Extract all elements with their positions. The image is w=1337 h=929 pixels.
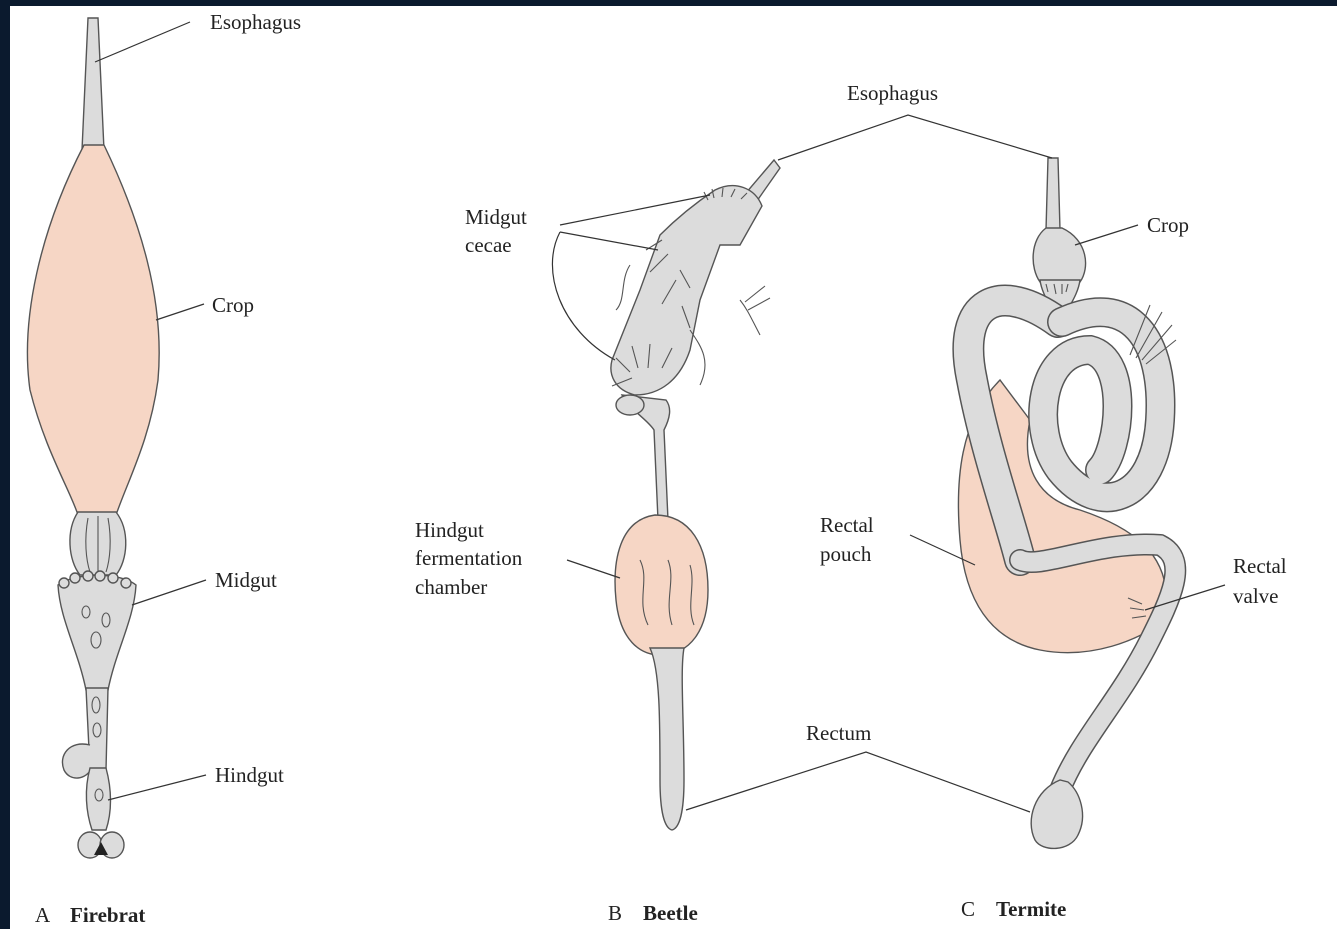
caption-c-letter: C xyxy=(961,897,975,921)
caption-a-letter: A xyxy=(35,903,51,927)
beetle-cecae-label-1: Midgut xyxy=(465,205,527,229)
shared-esophagus-label: Esophagus xyxy=(847,81,938,105)
beetle-fermentation-chamber xyxy=(615,515,708,655)
firebrat-rectum xyxy=(86,768,110,830)
termite-valve-label-2: valve xyxy=(1233,584,1278,608)
firebrat-esophagus-label: Esophagus xyxy=(210,10,301,34)
caption-b-letter: B xyxy=(608,901,622,925)
caption-c-name: Termite xyxy=(996,897,1066,921)
termite-crop-label: Crop xyxy=(1147,213,1189,237)
caption-a-name: Firebrat xyxy=(70,903,145,927)
beetle-hindgut-label-2: fermentation xyxy=(415,546,523,570)
caption-b-name: Beetle xyxy=(643,901,698,925)
beetle-hindgut-label-3: chamber xyxy=(415,575,487,599)
termite-pouch-label-2: pouch xyxy=(820,542,872,566)
beetle-hindgut-label-1: Hindgut xyxy=(415,518,484,542)
firebrat-midgut-label: Midgut xyxy=(215,568,277,592)
termite-pouch-label-1: Rectal xyxy=(820,513,874,537)
shared-rectum-label: Rectum xyxy=(806,721,871,745)
termite-valve-label-1: Rectal xyxy=(1233,554,1287,578)
termite-esophagus xyxy=(1046,158,1060,230)
firebrat-crop-label: Crop xyxy=(212,293,254,317)
beetle-cecae-label-2: cecae xyxy=(465,233,512,257)
firebrat-hindgut-label: Hindgut xyxy=(215,763,284,787)
